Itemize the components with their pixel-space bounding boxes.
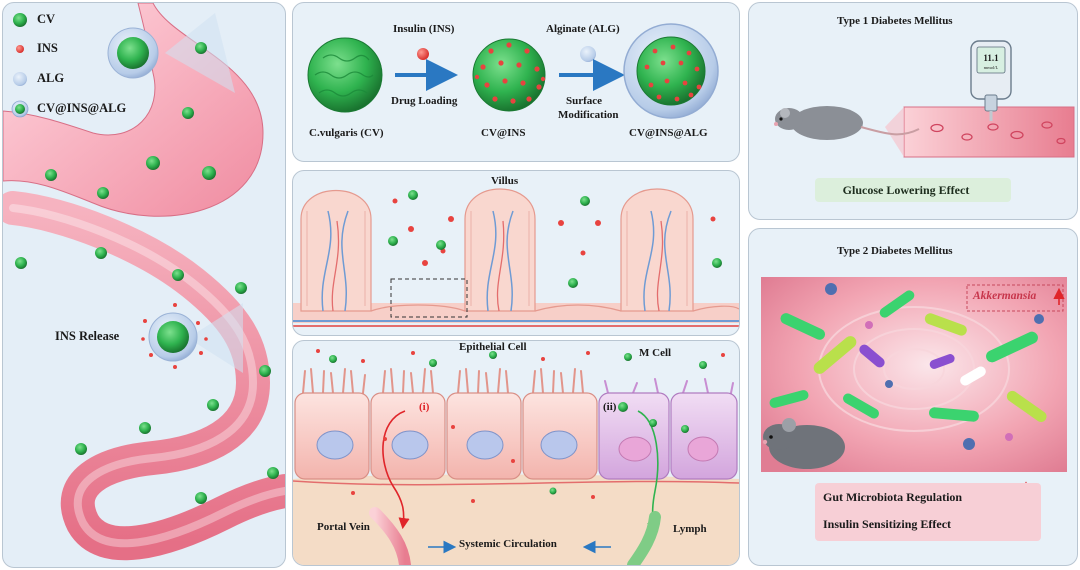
lymph-vessel	[627, 511, 661, 565]
gi-tract-panel: CV INS ALG CV@INS@ALG INS Release	[2, 2, 286, 568]
tract-particles	[15, 42, 279, 504]
pathway-i-label: (i)	[419, 401, 430, 413]
alg-molecule-icon	[580, 46, 596, 62]
microvilli	[302, 368, 584, 394]
blood-vessel	[903, 106, 1075, 158]
pathway-i-arrow	[382, 410, 410, 530]
cv-name-italic: C.vulgaris	[309, 127, 358, 139]
synthesis-illustration	[307, 23, 719, 119]
gi-tract-illustration	[3, 3, 285, 561]
legend-ins-label: INS	[37, 41, 58, 55]
zoom-box	[390, 278, 468, 318]
t2dm-illustration	[761, 277, 1067, 532]
legend-cv-icon	[13, 13, 27, 27]
cv-particle	[307, 37, 383, 113]
epithelial-cells	[294, 392, 598, 480]
glucose-lowering-tag: Glucose Lowering Effect	[815, 178, 1011, 202]
cv-ins-alg-particle	[623, 23, 719, 119]
glucose-value: 11.1	[983, 53, 999, 63]
surface-label-line1: Surface	[566, 95, 603, 107]
cv-name-suffix: (CV)	[357, 127, 384, 139]
legend-combo-label: CV@INS@ALG	[37, 101, 127, 115]
legend-alg-label: ALG	[37, 71, 65, 85]
glucose-lowering-label: Glucose Lowering Effect	[842, 183, 970, 197]
villus-title: Villus	[491, 175, 519, 187]
legend-ins-icon	[16, 45, 24, 53]
surface-label-line2: Modification	[558, 109, 619, 121]
m-cells	[598, 392, 738, 480]
akkermansia-label: Akkermansia	[973, 290, 1037, 302]
legend-cv-label: CV	[37, 12, 56, 26]
gut-microbiota-label: Gut Microbiota Regulation	[823, 490, 963, 504]
ins-molecule-icon	[417, 48, 429, 60]
ins-release-label: INS Release	[55, 329, 120, 343]
t1dm-illustration	[774, 40, 1075, 200]
cv-ins-label: CV@INS	[481, 127, 526, 139]
mouse-t1dm	[774, 106, 920, 140]
insulin-label: Insulin (INS)	[393, 23, 455, 35]
effects-box	[815, 483, 1041, 541]
villi	[300, 188, 739, 312]
glucose-meter	[970, 40, 1012, 121]
lymph-label: Lymph	[673, 523, 707, 535]
pathway-ii-label: (ii)	[603, 401, 617, 413]
t2dm-title: Type 2 Diabetes Mellitus	[837, 245, 953, 257]
epithelium-illustration	[293, 349, 739, 565]
insulin-sensitizing-label: Insulin Sensitizing Effect	[823, 517, 952, 531]
cv-ins-alg-label: CV@INS@ALG	[629, 127, 708, 139]
portal-vein-label: Portal Vein	[317, 521, 370, 533]
cv-name-label: C.vulgaris (CV)	[309, 127, 384, 139]
glucose-unit: mmol/L	[983, 65, 999, 70]
mouse-t2dm	[762, 418, 845, 469]
epithelium-panel: Epithelial Cell M Cell (i) (ii) Portal V…	[292, 340, 740, 566]
synthesis-panel: Insulin (INS) Alginate (ALG) Drug Loadin…	[292, 2, 740, 162]
akkermansia-box	[966, 284, 1064, 312]
t1dm-panel: Type 1 Diabetes Mellitus 11.1 mmol/L Glu…	[748, 2, 1078, 220]
t1dm-title: Type 1 Diabetes Mellitus	[837, 15, 953, 27]
m-cell-label: M Cell	[639, 347, 672, 359]
t2dm-panel: Type 2 Diabetes Mellitus Akkermansia Gut…	[748, 228, 1078, 566]
cv-ins-particle	[472, 38, 546, 112]
villus-illustration	[293, 188, 739, 327]
epithelial-cell-label: Epithelial Cell	[459, 341, 527, 353]
drug-loading-label: Drug Loading	[391, 95, 458, 107]
villus-panel: Villus	[292, 170, 740, 336]
bacteria	[769, 283, 1047, 450]
legend-alg-icon	[13, 72, 27, 86]
systemic-circulation-label: Systemic Circulation	[459, 538, 557, 550]
alginate-label: Alginate (ALG)	[546, 23, 620, 35]
portal-vein-vessel	[369, 507, 411, 565]
